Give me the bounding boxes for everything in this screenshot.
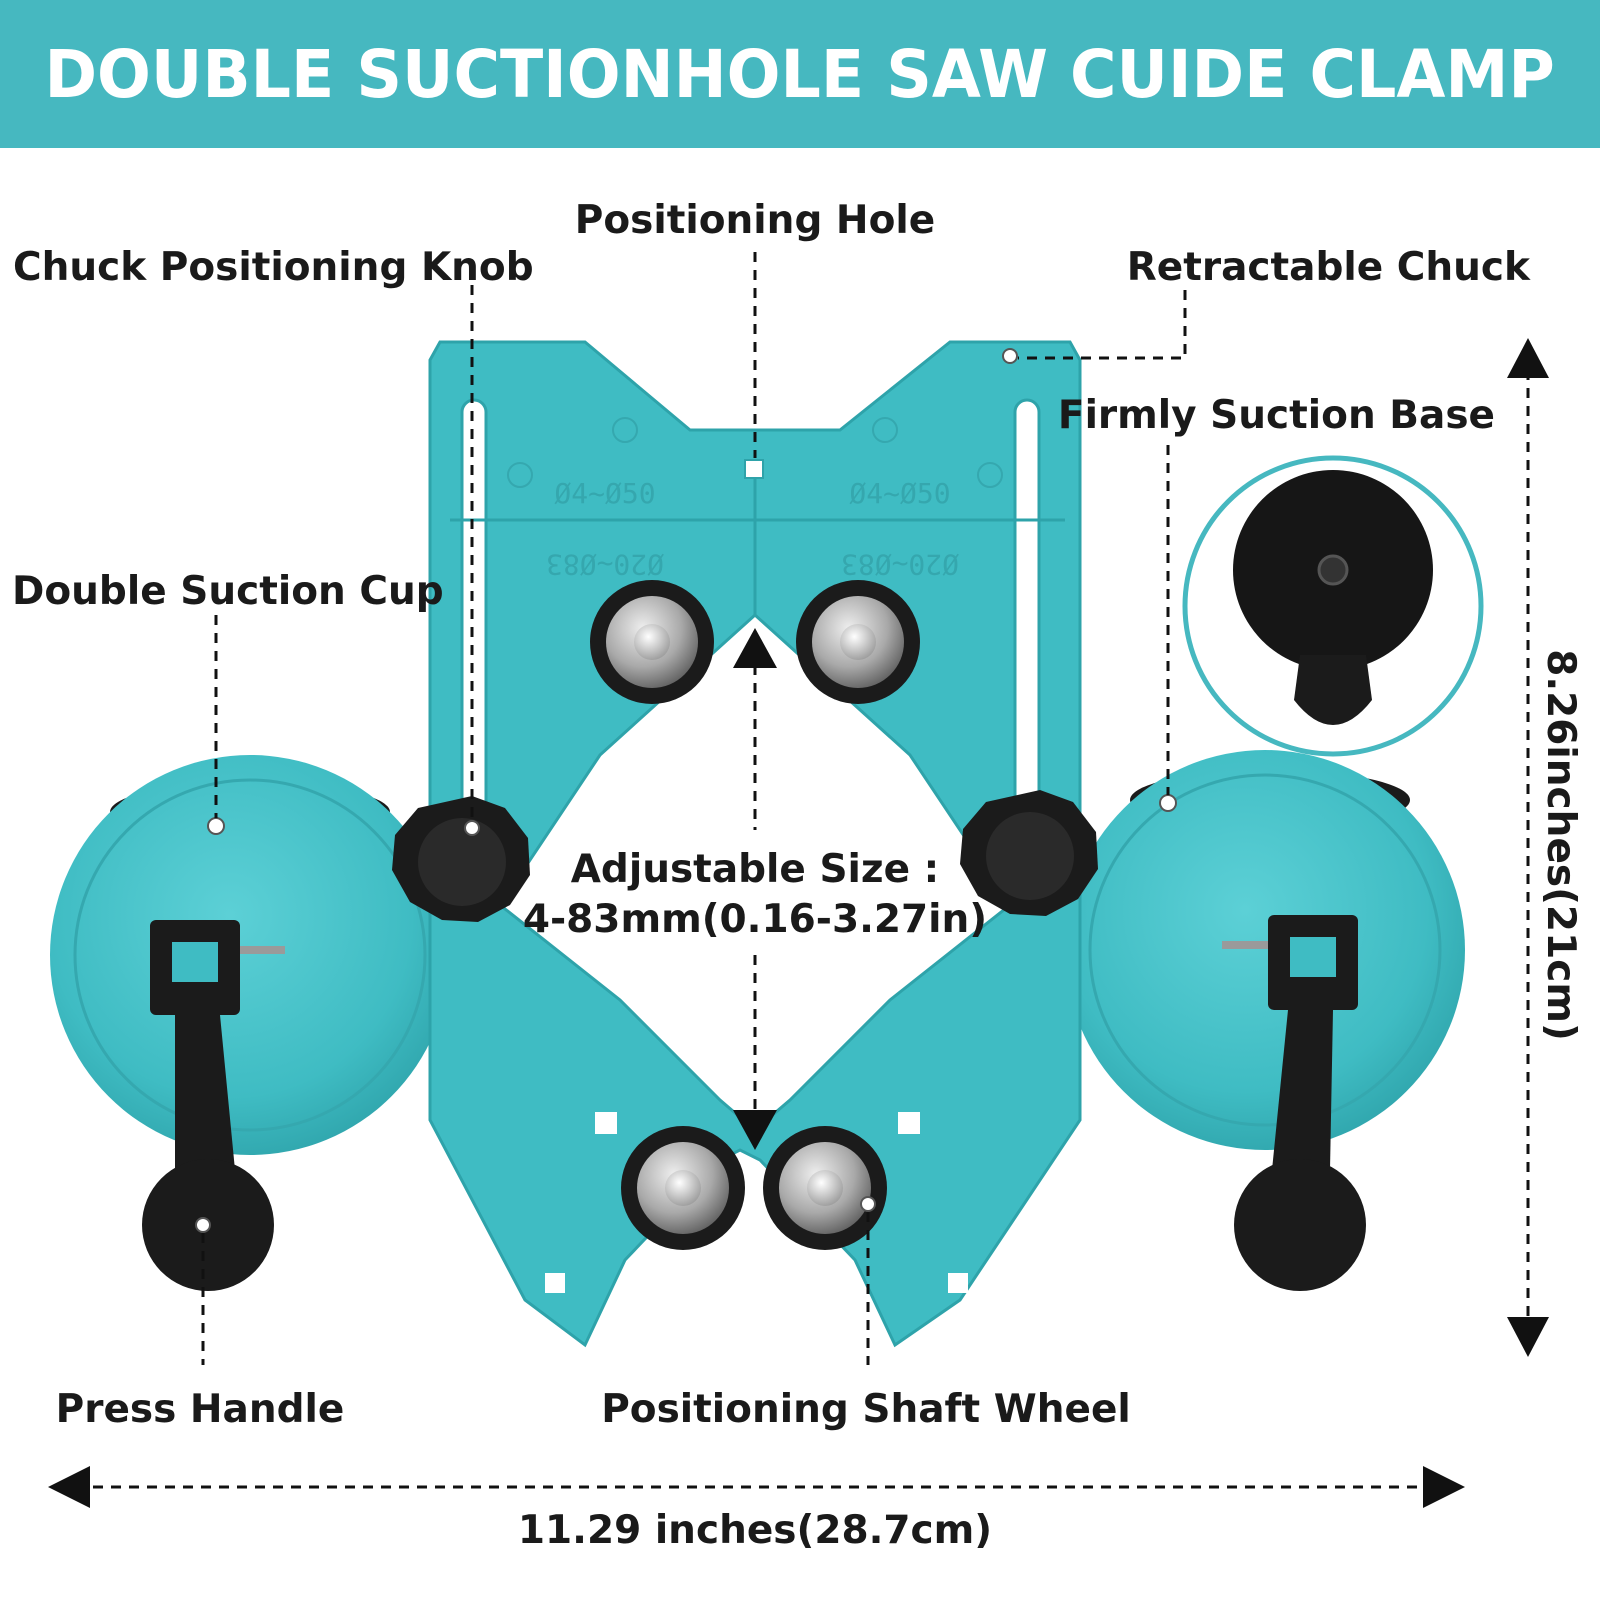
dimension-width-label: 11.29 inches(28.7cm) (518, 1508, 992, 1553)
label-firmly-suction-base: Firmly Suction Base (1058, 393, 1495, 438)
left-slot (460, 398, 488, 842)
callout-lines (75, 252, 1530, 1489)
left-press-handle (142, 920, 285, 1291)
label-press-handle: Press Handle (56, 1387, 345, 1432)
marking-small-left: Ø4~Ø50 (554, 477, 655, 510)
label-chuck-positioning-knob: Chuck Positioning Knob (13, 245, 534, 290)
marking-large-right: Ø20~Ø83 (841, 548, 959, 581)
shaft-wheel-bottom-left (621, 1126, 745, 1250)
label-positioning-shaft-wheel: Positioning Shaft Wheel (601, 1387, 1131, 1432)
dimension-height-label: 8.26inches(21cm) (1538, 649, 1583, 1041)
label-double-suction-cup: Double Suction Cup (12, 569, 444, 614)
right-suction-cup (1065, 750, 1465, 1150)
shaft-wheel-top-right (796, 580, 920, 704)
title-banner: DOUBLE SUCTIONHOLE SAW CUIDE CLAMP (0, 0, 1600, 148)
label-adjustable-size-value: 4-83mm(0.16-3.27in) (523, 897, 987, 942)
callout-dot (464, 820, 480, 836)
left-knob (392, 796, 530, 922)
suction-base-inset (1182, 455, 1484, 757)
left-suction-cup (50, 755, 450, 1155)
square-hole (545, 1273, 565, 1293)
callout-dot (1002, 348, 1018, 364)
label-positioning-hole: Positioning Hole (575, 198, 935, 243)
callout-dot (195, 1217, 211, 1233)
label-adjustable-size: Adjustable Size : (571, 847, 940, 892)
right-knob (960, 790, 1098, 916)
square-hole (898, 1112, 920, 1134)
marking-large-left: Ø20~Ø83 (546, 548, 664, 581)
positioning-hole (744, 459, 764, 479)
square-hole (595, 1112, 617, 1134)
callout-dot (207, 817, 225, 835)
arrow-heads (48, 338, 1549, 1508)
page-title: DOUBLE SUCTIONHOLE SAW CUIDE CLAMP (44, 35, 1556, 113)
label-retractable-chuck: Retractable Chuck (1127, 245, 1531, 290)
square-hole (948, 1273, 968, 1293)
right-press-handle (1222, 915, 1366, 1291)
callout-dot (860, 1196, 876, 1212)
shaft-wheel-top-left (590, 580, 714, 704)
right-slot (1013, 398, 1041, 842)
marking-small-right: Ø4~Ø50 (849, 477, 950, 510)
guide-plate: Ø4~Ø50 Ø4~Ø50 Ø20~Ø83 Ø20~Ø83 (428, 340, 1082, 1348)
shaft-wheel-bottom-right (763, 1126, 887, 1250)
callout-dot (1159, 794, 1177, 812)
